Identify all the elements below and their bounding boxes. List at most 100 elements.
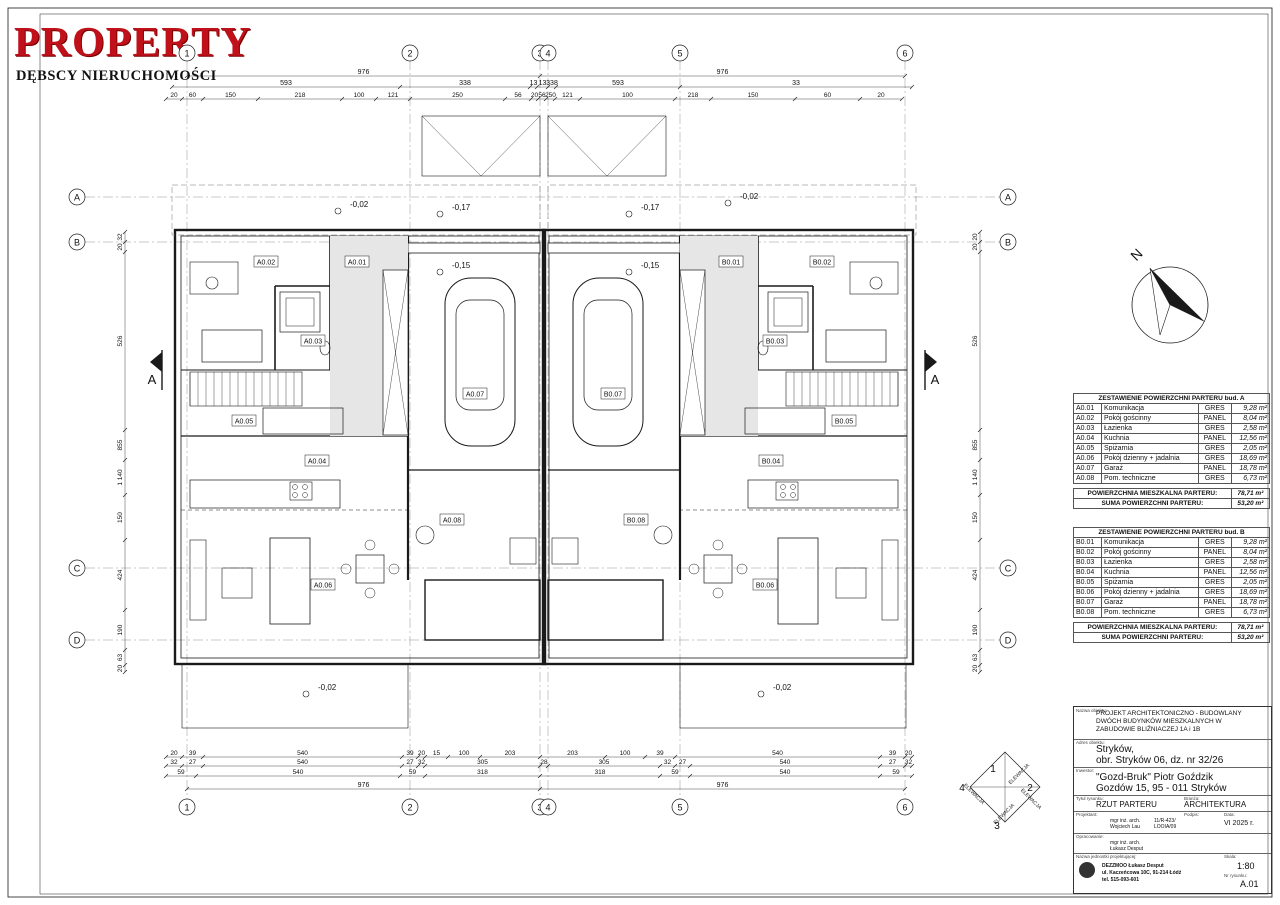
dining-chair (712, 539, 724, 551)
object-line-2: DWÓCH BUDYNKÓW MIESZKALNYCH W (1096, 718, 1222, 725)
dining-table (355, 554, 385, 584)
tank (551, 537, 579, 565)
dimension-label: 540 (297, 759, 308, 766)
grid-bubble (999, 631, 1017, 649)
dimension-label: 976 (717, 782, 729, 789)
dimension-tick (397, 773, 403, 779)
sum-total-label: SUMA POWIERZCHNI PARTERU: (1073, 498, 1232, 509)
grid-bubble (671, 44, 689, 62)
dimension-tick (909, 84, 915, 90)
address-label: Adres obiektu: (1076, 740, 1105, 745)
dimension-label: 60 (189, 92, 197, 99)
grid-bubble (896, 798, 914, 816)
level-value: -0,15 (641, 261, 660, 270)
dimension-tick (163, 96, 169, 102)
dimension-tick (122, 669, 128, 675)
room-name: Pokój dzienny + jadalnia (1100, 587, 1199, 598)
compass-needle-dark (1150, 268, 1205, 322)
dimension-label: 60 (824, 92, 832, 99)
dimension-label: 63 (972, 654, 979, 662)
dimension-tick (163, 754, 169, 760)
level-marker (436, 268, 444, 276)
grid-label: 6 (902, 803, 907, 813)
dining-table (703, 554, 733, 584)
room-tag-box (831, 414, 857, 427)
room-area: 18,78 m² (1230, 597, 1271, 608)
dimension-label: 100 (459, 750, 470, 757)
dimension-tick (122, 662, 128, 668)
driveway-diagonal (421, 115, 482, 177)
burner (302, 484, 308, 490)
level-value: -0,02 (350, 200, 369, 209)
wardrobe-hatch (679, 269, 706, 436)
grid-bubble (401, 44, 419, 62)
room-tag: A0.06 (314, 583, 332, 590)
level-marker (757, 690, 765, 698)
room-tag-box (809, 255, 835, 268)
dimension-tick (193, 773, 199, 779)
dining-chair (688, 563, 700, 575)
room-code: B0.03 (1073, 557, 1102, 568)
dimension-label: 20 (972, 233, 979, 241)
grid-label: 1 (184, 803, 189, 813)
room-area: 9,28 m² (1230, 537, 1271, 548)
room-name: Pokój gościnny (1100, 413, 1199, 424)
dimension-tick (399, 763, 405, 769)
grid-label: C (74, 564, 81, 574)
dimension-label: 27 (189, 759, 197, 766)
dimension-label: 39 (889, 750, 897, 757)
dimension-tick (163, 773, 169, 779)
elevation-number: 4 (959, 783, 965, 794)
section-arrow (150, 352, 162, 372)
dimension-label: 27 (406, 759, 414, 766)
dimension-tick (977, 229, 983, 235)
room-name: Pokój dzienny + jadalnia (1100, 453, 1199, 464)
dimension-label: 32 (170, 759, 178, 766)
dimension-label: 338 (546, 80, 558, 87)
dimension-label: 20 (972, 243, 979, 251)
dimension-label: 27 (889, 759, 897, 766)
dimension-tick (179, 763, 185, 769)
drafter-label: Opracowanie: (1076, 834, 1104, 839)
dimension-label: 100 (354, 92, 365, 99)
dimension-label: 190 (972, 624, 979, 635)
room-code: A0.04 (1073, 433, 1102, 444)
dimension-label: 32 (418, 759, 426, 766)
room-code: A0.08 (1073, 473, 1102, 484)
level-value: -0,15 (452, 261, 471, 270)
license-line-2: LOOIA/09 (1154, 824, 1177, 830)
dimension-tick (200, 96, 206, 102)
room-tag: B0.05 (835, 419, 853, 426)
entrance-porch (424, 579, 541, 641)
dimension-label: 424 (117, 569, 124, 580)
dimension-tick (200, 754, 206, 760)
room-name: Spiżarnia (1100, 577, 1199, 588)
drawing-title: RZUT PARTERU (1096, 800, 1157, 809)
grid-bubble (999, 559, 1017, 577)
dimension-label: 100 (622, 92, 633, 99)
dimension-label: 218 (295, 92, 306, 99)
drawing-title-label: Tytuł rysunku: (1076, 796, 1104, 801)
sum-living-label: POWIERZCHNIA MIESZKALNA PARTERU: (1073, 488, 1232, 499)
dimension-label: 20 (418, 750, 426, 757)
section-label: A (931, 372, 940, 387)
dimension-label: 150 (117, 512, 124, 523)
dimension-label: 526 (117, 335, 124, 346)
sum-living-row: POWIERZCHNIA MIESZKALNA PARTERU:78,71 m² (1073, 622, 1271, 633)
floor-finish: GRES (1197, 537, 1232, 548)
dining-chair (364, 587, 376, 599)
dimension-label: 218 (688, 92, 699, 99)
driveway-diagonal (480, 115, 541, 177)
dimension-label: 540 (772, 750, 783, 757)
kitchen-counter (189, 479, 341, 509)
sum-living-value: 78,71 m² (1230, 488, 1271, 499)
room-tag: B0.01 (722, 260, 740, 267)
investor-line-1: "Gozd-Bruk" Piotr Goździk (1096, 772, 1214, 783)
sum-living-label: POWIERZCHNIA MIESZKALNA PARTERU: (1073, 622, 1232, 633)
dimension-label: 855 (117, 439, 124, 450)
floor-finish: GRES (1197, 423, 1232, 434)
dimension-tick (602, 754, 608, 760)
room-area: 6,73 m² (1230, 473, 1271, 484)
